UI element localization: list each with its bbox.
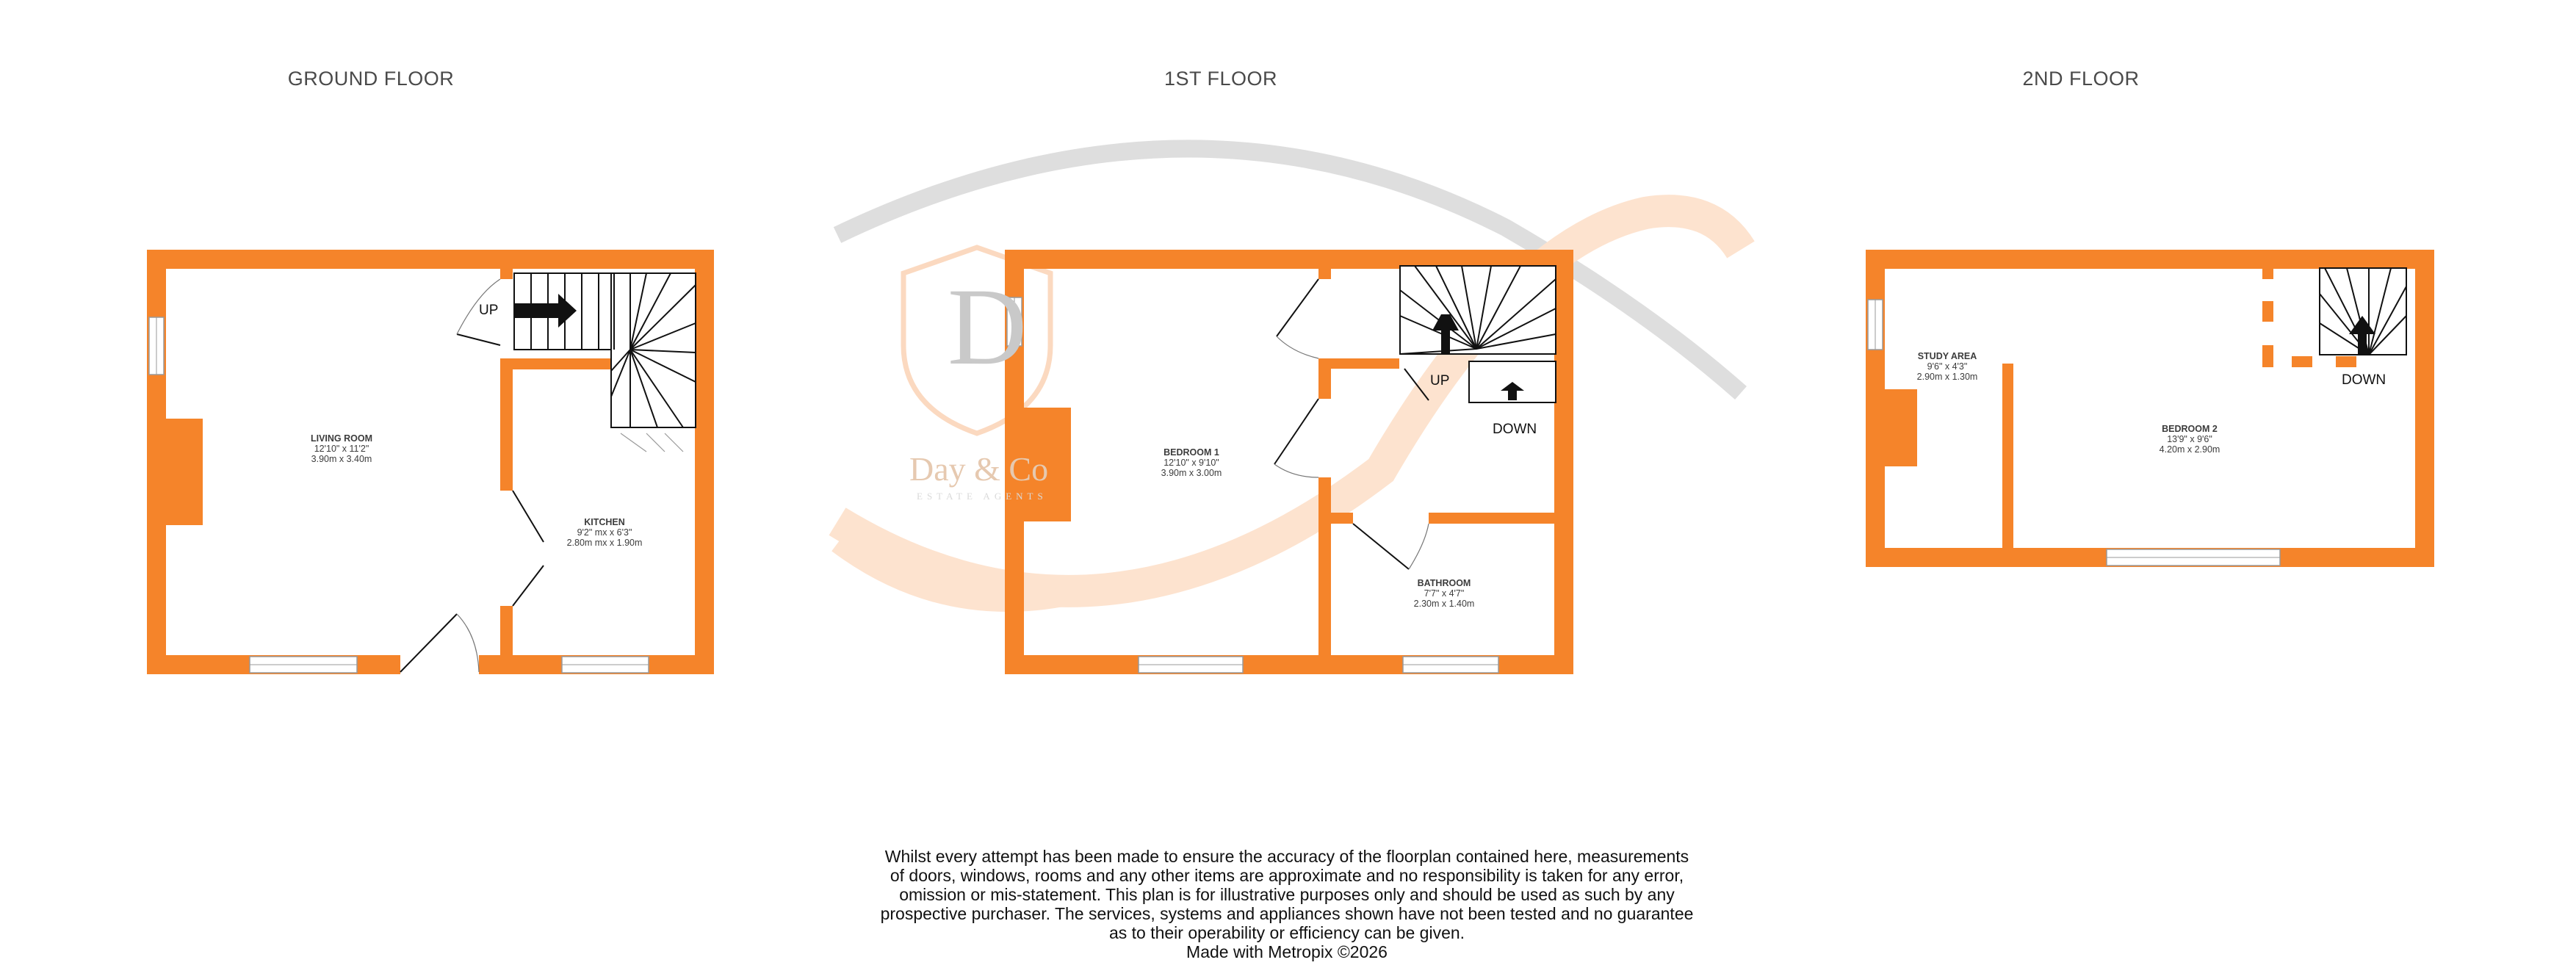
room-size-imperial: 12'10" x 9'10" xyxy=(1163,458,1219,468)
disclaimer-line: Whilst every attempt has been made to en… xyxy=(884,847,1689,866)
stair-bottom-treads xyxy=(620,433,684,452)
room-size-metric: 2.90m x 1.30m xyxy=(1916,372,1978,382)
wall xyxy=(695,250,714,674)
room-bedroom-2: BEDROOM 2 13'9" x 9'6" 4.20m x 2.90m xyxy=(2094,424,2285,455)
disclaimer-line: as to their operability or efficiency ca… xyxy=(1108,923,1465,942)
room-bedroom-1: BEDROOM 1 12'10" x 9'10" 3.90m x 3.00m xyxy=(1096,447,1287,478)
door-swings xyxy=(400,278,544,673)
stair-label-up: UP xyxy=(479,303,499,318)
stair-arrow-icon xyxy=(1432,314,1459,354)
floor-title-ground: GROUND FLOOR xyxy=(287,68,455,90)
room-name: LIVING ROOM xyxy=(310,433,373,444)
room-size-imperial: 9'2" mx x 6'3" xyxy=(577,527,632,538)
room-name: STUDY AREA xyxy=(1917,351,1977,361)
room-name: BATHROOM xyxy=(1417,578,1471,588)
stair-arrow-icon xyxy=(514,294,577,328)
watermark-logo xyxy=(829,140,1755,612)
stair-label-up: UP xyxy=(1430,373,1450,389)
chimney-breast xyxy=(166,419,203,525)
chimney-breast xyxy=(1024,408,1071,521)
wall xyxy=(147,250,166,674)
room-size-metric: 4.20m x 2.90m xyxy=(2159,444,2220,455)
chimney-breast xyxy=(1885,389,1917,466)
room-size-metric: 3.90m x 3.40m xyxy=(311,454,372,464)
disclaimer-line: of doors, windows, rooms and any other i… xyxy=(890,866,1684,885)
room-name: BEDROOM 1 xyxy=(1163,447,1219,458)
staircase xyxy=(1399,265,1556,403)
second-floor-plan xyxy=(1866,250,2434,567)
disclaimer-credit: Made with Metropix ©2026 xyxy=(1186,942,1388,961)
room-name: KITCHEN xyxy=(584,517,625,527)
disclaimer-text: Whilst every attempt has been made to en… xyxy=(809,847,1764,961)
first-floor-plan xyxy=(1005,250,1573,674)
room-size-metric: 2.30m x 1.40m xyxy=(1413,599,1475,609)
room-kitchen: KITCHEN 9'2" mx x 6'3" 2.80m mx x 1.90m xyxy=(509,517,700,548)
room-size-imperial: 12'10" x 11'2" xyxy=(314,444,369,454)
floor-title-second: 2ND FLOOR xyxy=(2022,68,2140,90)
disclaimer-line: omission or mis-statement. This plan is … xyxy=(899,885,1675,904)
room-size-metric: 3.90m x 3.00m xyxy=(1161,468,1222,478)
room-living-room: LIVING ROOM 12'10" x 11'2" 3.90m x 3.40m xyxy=(246,433,437,464)
room-name: BEDROOM 2 xyxy=(2162,424,2218,434)
floor-title-first: 1ST FLOOR xyxy=(1163,68,1278,90)
watermark-brand: Day & Co xyxy=(909,450,1049,488)
disclaimer-line: prospective purchaser. The services, sys… xyxy=(880,904,1694,923)
room-size-imperial: 9'6" x 4'3" xyxy=(1927,361,1968,372)
room-size-imperial: 7'7" x 4'7" xyxy=(1424,588,1465,599)
room-study-area: STUDY AREA 9'6" x 4'3" 2.90m x 1.30m xyxy=(1852,351,2043,382)
room-bathroom: BATHROOM 7'7" x 4'7" 2.30m x 1.40m xyxy=(1349,578,1540,609)
stair-arrow-icon xyxy=(2349,316,2375,355)
ground-floor-plan xyxy=(147,250,714,674)
wall xyxy=(147,250,714,269)
stair-label-down: DOWN xyxy=(1493,422,1537,437)
staircase xyxy=(513,272,696,428)
stair-label-down: DOWN xyxy=(2342,372,2386,388)
watermark-tagline: ESTATE AGENTS xyxy=(917,491,1047,502)
room-size-metric: 2.80m mx x 1.90m xyxy=(566,538,643,548)
stair-arrow-icon xyxy=(1501,382,1524,400)
room-size-imperial: 13'9" x 9'6" xyxy=(2167,434,2212,444)
watermark-monogram: D xyxy=(948,266,1028,388)
